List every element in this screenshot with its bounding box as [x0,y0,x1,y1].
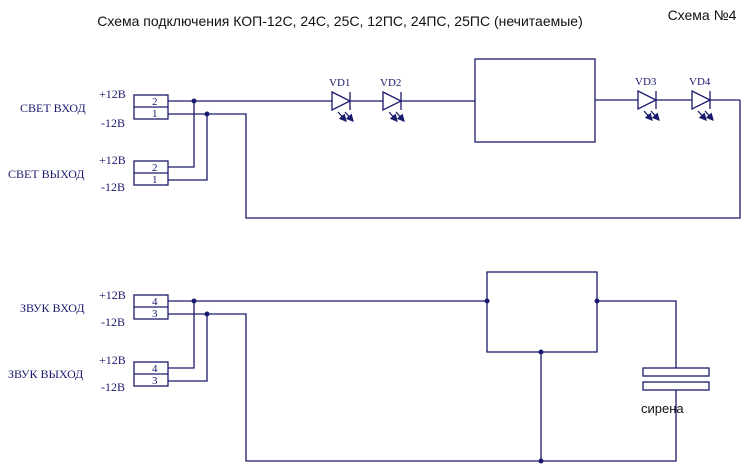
light-output-connector: 2 1 [133,160,169,186]
sound-input-connector: 4 3 [133,294,169,320]
sound-output-label: ЗВУК ВЫХОД [8,367,83,381]
led-vd4-label: VD4 [689,76,711,88]
light-input-minus-label: -12В [101,116,125,130]
light-input-plus-label: +12В [99,87,126,101]
light-input-pin-plus: 2 [152,96,158,108]
sound-plus-wire [168,300,487,369]
light-output-plus-label: +12В [99,153,126,167]
sound-section: ЗВУК ВХОД ЗВУК ВЫХОД +12В -12В +12В -12В… [8,271,710,464]
light-input-pin-minus: 1 [152,108,158,120]
light-minus-wire [168,100,741,219]
scheme-number: Схема №4 [668,7,737,23]
led-vd3: VD3 [595,76,692,121]
led-vd1-label: VD1 [329,77,350,89]
sound-output-plus-label: +12В [99,353,126,367]
sound-input-label: ЗВУК ВХОД [20,301,85,315]
diagram-title: Схема подключения КОП-12С, 24С, 25С, 12П… [97,13,583,29]
led-vd3-label: VD3 [635,76,657,88]
led-vd4: VD4 [689,76,740,121]
light-input-connector: 2 1 [133,94,169,120]
led-vd2-label: VD2 [380,77,401,89]
light-section: СВЕТ ВХОД СВЕТ ВЫХОД +12В -12В +12В -12В… [8,58,741,219]
sound-input-plus-label: +12В [99,288,126,302]
light-plus-wire [168,100,332,168]
sound-output-pin-plus: 4 [152,363,158,375]
light-output-label: СВЕТ ВЫХОД [8,167,84,181]
sound-output-connector: 4 3 [133,361,169,387]
sound-input-pin-minus: 3 [152,308,158,320]
light-output-minus-label: -12В [101,180,125,194]
sound-input-minus-label: -12В [101,315,125,329]
siren-label: сирена [641,401,684,416]
light-input-label: СВЕТ ВХОД [20,101,86,115]
light-control-block [474,58,596,143]
led-vd1: VD1 [329,77,380,122]
led-vd2: VD2 [380,77,475,122]
sound-output-minus-label: -12В [101,380,125,394]
sound-control-block [486,271,598,353]
light-output-pin-plus: 2 [152,162,158,174]
sound-minus-wire [168,313,677,462]
light-output-pin-minus: 1 [152,174,158,186]
sound-input-pin-plus: 4 [152,296,158,308]
sound-output-pin-minus: 3 [152,375,158,387]
siren: сирена [641,367,710,416]
